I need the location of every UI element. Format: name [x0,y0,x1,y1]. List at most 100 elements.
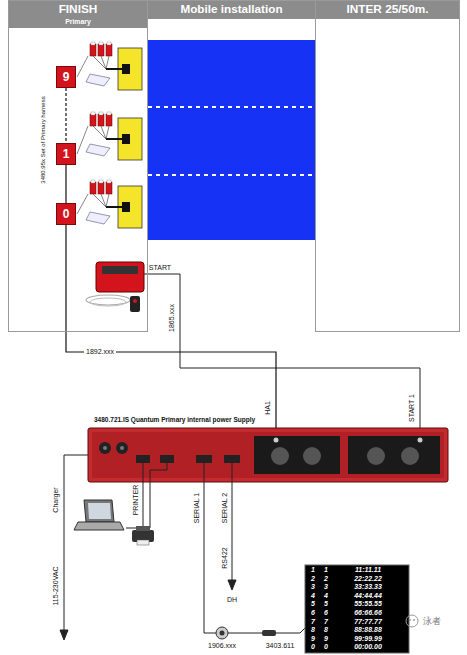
wechat-icon [413,619,415,621]
quantum-unit [254,436,340,474]
table-cell: 7 [324,618,328,626]
table-cell: 77:77.77 [354,618,382,626]
node-title: 9 [63,69,70,85]
scoreboard [305,565,409,653]
table-cell: 44:44.44 [354,592,382,600]
table-cell: 33:33.33 [354,583,382,591]
table-cell: 4 [311,592,315,600]
wechat-icon [406,615,418,627]
part-label: START 1 [408,394,416,422]
connector [220,631,225,636]
table-cell: 8 [311,626,315,634]
quantum-unit [116,442,128,454]
quantum-unit [418,438,423,443]
printer-icon [137,540,149,545]
connector [262,630,276,636]
table-cell: 88:88.88 [354,626,382,634]
table-cell: 2 [311,575,315,583]
table-cell: 1 [311,566,315,574]
lane-number: 9 [56,66,76,88]
quantum-unit [271,447,289,465]
node-title: 1 [63,146,70,162]
table-cell: 9 [311,635,315,643]
lane-number: 0 [56,203,76,225]
table-cell: 6 [324,609,328,617]
printer-icon [132,526,154,545]
zone-panel: FINISHPrimary 9 1 0 [8,0,148,332]
table-cell: 99:99.99 [354,635,382,643]
part-label: START [149,264,171,272]
part-label: SERIAL 2 [221,493,229,523]
part-label: DH [227,596,237,604]
quantum-unit [401,447,419,465]
cable-label: 1892.xxx [84,348,116,356]
table-cell: 22:22.22 [354,575,382,583]
laptop [88,503,111,519]
quantum-unit [136,455,150,463]
laptop [84,500,114,522]
part-label: 3480.95x Set of Primary harness [39,96,47,183]
table-cell: 4 [324,592,328,600]
node-title: 0 [63,206,70,222]
part-label: Charger [52,487,60,512]
quantum-unit [120,446,124,450]
table-cell: 66:66.66 [354,609,382,617]
node-title: FINISH [9,1,147,17]
table-cell: 7 [311,618,315,626]
lane-number: 1 [56,143,76,165]
wires [126,463,167,528]
quantum-unit [348,436,440,474]
wires [204,463,305,633]
table-cell: 0 [324,643,328,651]
quantum-unit [274,438,279,443]
table-cell: 0 [311,643,315,651]
quantum-unit [103,446,107,450]
part-label: RS422 [221,547,229,568]
table-cell: 5 [324,600,328,608]
table-cell: 9 [324,635,328,643]
table-cell: 2 [324,575,328,583]
table-cell: 1 [324,566,328,574]
part-label: SERIAL 1 [193,493,201,523]
table-cell: 55:55.55 [354,600,382,608]
table-cell: 00:00.00 [354,643,382,651]
quantum-unit [88,428,448,482]
wechat-icon [409,619,411,621]
table-cell: 6 [311,609,315,617]
wires [64,455,88,636]
part-label: HA1 [264,401,272,415]
node-title: Mobile installation [148,1,315,17]
quantum-unit [367,447,385,465]
wires [60,455,305,640]
node-subtitle: Primary [9,17,147,26]
node-title: INTER 25/50m. [316,1,459,17]
wechat-icon [406,615,418,627]
wires [228,580,236,590]
quantum-unit [224,455,240,463]
printer-icon [136,526,150,531]
part-label: 1865.xxx [168,304,176,332]
quantum-unit [88,428,448,482]
quantum-unit [160,455,174,463]
connector [216,627,276,639]
part-label: 3403.611 [266,642,295,650]
node-title: 3480.721.IS Quantum Primary internal pow… [94,416,255,423]
quantum-unit [99,442,111,454]
quantum-unit [196,455,212,463]
table-cell: 3 [311,583,315,591]
laptop [74,500,124,530]
zone-panel: Mobile installation [148,0,315,332]
table-cell: 5 [311,600,315,608]
part-label: PRINTER [132,485,140,516]
zone-panel: INTER 25/50m. [315,0,460,332]
table-cell: 3 [324,583,328,591]
laptop [74,522,124,530]
scoreboard [305,565,409,653]
table-cell: 11:11.11 [355,566,381,574]
timing-unit: 3480.721.IS Quantum Primary internal pow… [88,428,448,482]
wires [232,463,233,584]
table-cell: 8 [324,626,328,634]
part-label: 115-230VAC [52,566,60,605]
